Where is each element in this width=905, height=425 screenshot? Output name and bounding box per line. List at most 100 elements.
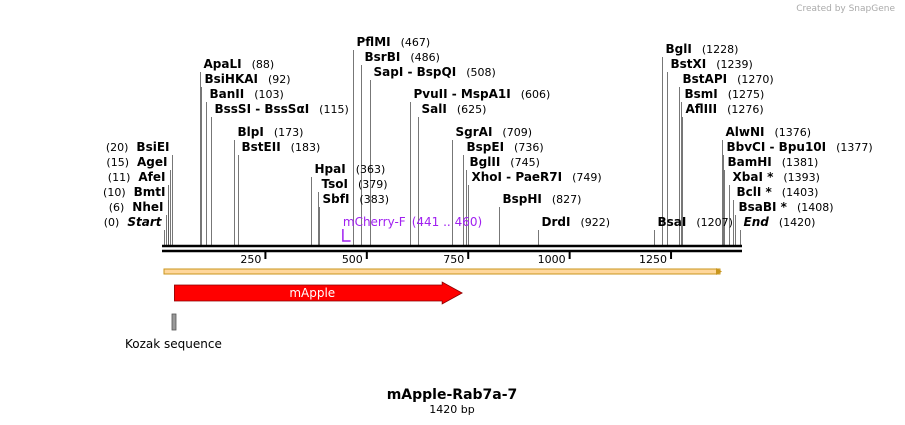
site-bsssi-bsss-i-label[interactable]: BssSI - BssSαI [215,102,310,116]
snapgene-credit: Created by SnapGene [796,4,895,14]
site-sbfi-label[interactable]: SbfI [323,192,350,206]
site-sali-label[interactable]: SalI [422,102,447,116]
features: mApple [174,281,463,305]
site-bsrbi-position: (486) [410,51,440,64]
site-alwni-label[interactable]: AlwNI [726,125,765,139]
site-bspei-position: (736) [514,141,544,154]
site-end-label[interactable]: End [744,215,770,229]
orf-bar-arrowhead [716,268,722,275]
site-bsabi-position: (1408) [797,201,834,214]
site-start-position: (0) [104,216,120,229]
ruler-label-1000: 1000 [538,253,566,266]
site-drdi-label[interactable]: DrdI [542,215,571,229]
site-tsoi-position: (379) [358,178,388,191]
site-afliii-label[interactable]: AflIII [686,102,718,116]
site-pflmi-position: (467) [401,36,431,49]
site-sapi-bspqi-position: (508) [466,66,496,79]
site-pvuii-mspa1i-label[interactable]: PvuII - MspA1I [414,87,511,101]
site-bamhi-label[interactable]: BamHI [728,155,772,169]
site-afliii-position: (1276) [727,103,764,116]
primer-mcherry-f-arrow [342,229,351,242]
site-bstapi-label[interactable]: BstAPI [683,72,728,86]
site-bsssi-bsss-i-position: (115) [319,103,349,116]
site-bstapi-position: (1270) [737,73,774,86]
site-bcli-position: (1403) [782,186,819,199]
site-blpi-position: (173) [274,126,304,139]
ruler-label-250: 250 [240,253,261,266]
site-bsmi-label[interactable]: BsmI [685,87,718,101]
site-banii-label[interactable]: BanII [210,87,245,101]
feature-mapple-arrow [174,281,463,305]
ruler-label-1250: 1250 [639,253,667,266]
site-bamhi-position: (1381) [782,156,819,169]
site-bcli-label[interactable]: BclI * [737,185,773,199]
site-bmti-label[interactable]: BmtI [134,185,166,199]
site-xhoi-paer7i-position: (749) [572,171,602,184]
site-afei-position: (11) [108,171,131,184]
site-hpai-label[interactable]: HpaI [315,162,346,176]
site-sgrai-position: (709) [502,126,532,139]
site-sgrai-label[interactable]: SgrAI [456,125,493,139]
annotations: Kozak sequence [125,313,222,351]
site-bsihkai-position: (92) [268,73,291,86]
site-bsai-position: (1207) [696,216,733,229]
feature-mapple[interactable]: mApple [174,281,463,305]
site-nhei-label[interactable]: NheI [132,200,163,214]
site-banii-position: (103) [254,88,284,101]
site-apali-position: (88) [252,58,275,71]
site-xhoi-paer7i-label[interactable]: XhoI - PaeR7I [472,170,563,184]
site-bbvci-bpu10i-position: (1377) [836,141,873,154]
site-blpi-label[interactable]: BlpI [238,125,264,139]
site-bmti-position: (10) [103,186,126,199]
site-bsphi-label[interactable]: BspHI [503,192,542,206]
site-xbai-label[interactable]: XbaI * [733,170,775,184]
site-sbfi-position: (383) [359,193,389,206]
site-bsrbi-label[interactable]: BsrBI [365,50,401,64]
site-bbvci-bpu10i-label[interactable]: BbvCI - Bpu10I [727,140,827,154]
site-bsabi-label[interactable]: BsaBI * [739,200,788,214]
site-bspei-label[interactable]: BspEI [467,140,505,154]
primer-mcherry-f[interactable]: mCherry-F (441 .. 460) [342,215,482,242]
site-afei-label[interactable]: AfeI [138,170,165,184]
feature-mapple-label: mApple [289,286,335,300]
orf-bar[interactable] [163,268,721,275]
site-hpai-position: (363) [356,163,386,176]
site-xbai-position: (1393) [783,171,820,184]
map-title: mApple-Rab7a-7 [387,387,518,403]
ruler-label-750: 750 [443,253,464,266]
site-bsteii-position: (183) [291,141,321,154]
map-subtitle: 1420 bp [429,403,474,416]
site-bsphi-position: (827) [552,193,582,206]
annotation-kozak-sequence-label: Kozak sequence [125,337,222,351]
site-bgli-label[interactable]: BglI [666,42,692,56]
site-bglii-position: (745) [510,156,540,169]
primer-mcherry-f-range: (441 .. 460) [412,215,482,229]
site-end-position: (1420) [779,216,816,229]
annotation-kozak-sequence[interactable]: Kozak sequence [125,313,222,351]
site-alwni-position: (1376) [775,126,812,139]
site-tsoi-label[interactable]: TsoI [322,177,348,191]
site-lines [164,50,741,245]
site-bstxi-position: (1239) [716,58,753,71]
site-apali-label[interactable]: ApaLI [204,57,242,71]
site-labels: Start (0) NheI (6) BmtI (10) AfeI (11) AgeI (15) B… [103,35,873,229]
site-pflmi-label[interactable]: PflMI [357,35,391,49]
annotation-kozak-sequence-box [171,313,177,331]
site-sapi-bspqi-label[interactable]: SapI - BspQI [374,65,457,79]
primer-mcherry-f-label: mCherry-F [343,215,406,229]
site-drdi-position: (922) [580,216,610,229]
site-agei-position: (15) [106,156,129,169]
site-bsai-label[interactable]: BsaI [658,215,687,229]
site-bglii-label[interactable]: BglII [470,155,501,169]
site-start-label[interactable]: Start [127,215,162,229]
site-bsihkai-label[interactable]: BsiHKAI [205,72,259,86]
site-nhei-position: (6) [109,201,125,214]
site-bsmi-position: (1275) [728,88,765,101]
site-pvuii-mspa1i-position: (606) [521,88,551,101]
site-bsteii-label[interactable]: BstEII [242,140,281,154]
site-agei-label[interactable]: AgeI [137,155,167,169]
site-bstxi-label[interactable]: BstXI [671,57,707,71]
site-bsiei-label[interactable]: BsiEI [136,140,169,154]
